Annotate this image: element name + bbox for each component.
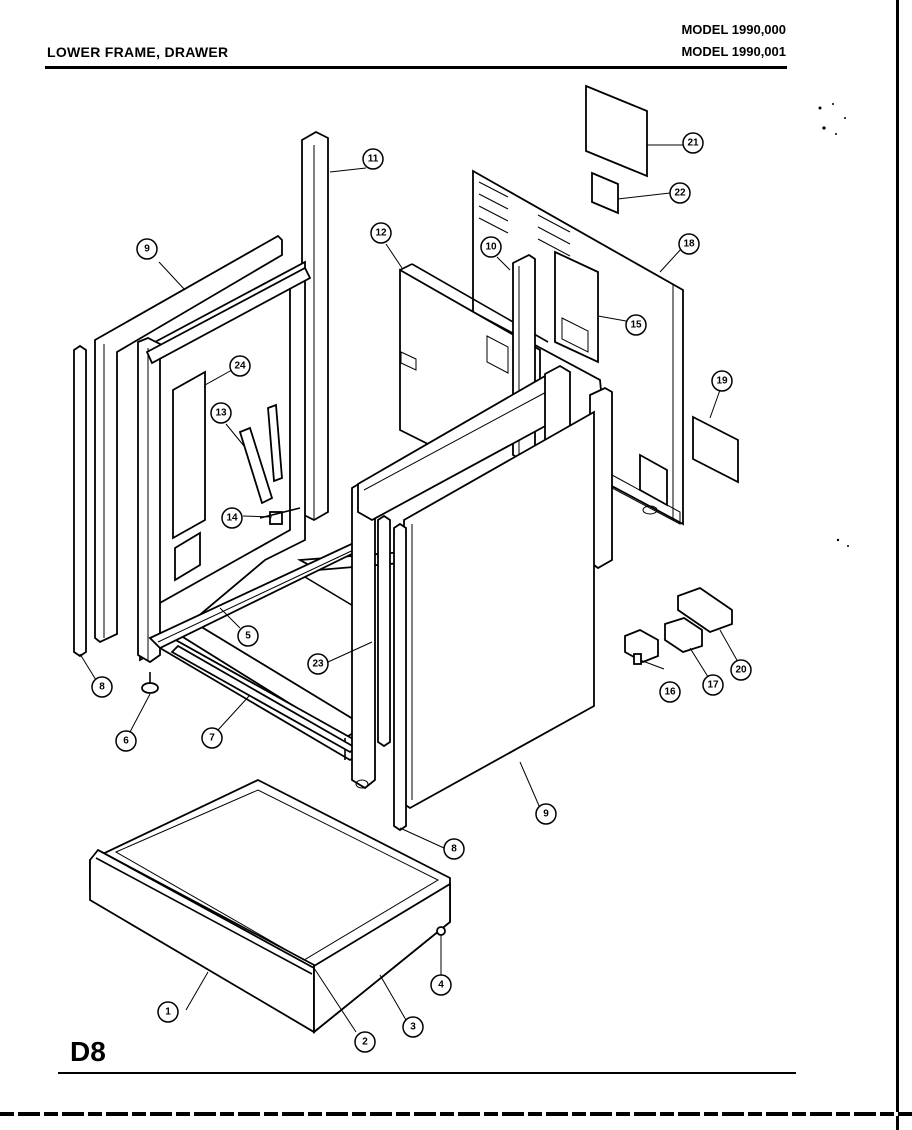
callout-16: 16 <box>659 681 681 703</box>
header-rule <box>45 66 787 69</box>
callout-19: 19 <box>711 370 733 392</box>
scan-noise <box>0 1112 912 1116</box>
callout-7: 7 <box>201 727 223 749</box>
part-19-panel <box>692 415 739 484</box>
leader-lines <box>79 144 739 1033</box>
part-9-left-side-panel <box>94 234 283 644</box>
callout-8-left: 8 <box>91 676 113 698</box>
callout-label: 15 <box>630 320 642 331</box>
callout-6: 6 <box>115 730 137 752</box>
part-13-bracket <box>238 403 283 505</box>
callout-label: 19 <box>716 376 728 387</box>
callout-15: 15 <box>625 314 647 336</box>
part-23-strip <box>377 514 391 748</box>
callout-label: 13 <box>215 408 227 419</box>
part-15-bracket <box>554 250 599 364</box>
callout-label: 20 <box>735 665 747 676</box>
callout-9-left: 9 <box>136 238 158 260</box>
part-20-bracket <box>677 586 733 634</box>
footer-rule <box>58 1072 796 1074</box>
callout-3: 3 <box>402 1016 424 1038</box>
callout-label: 8 <box>99 682 105 693</box>
page-code: D8 <box>70 1036 106 1067</box>
part-8-right-trim <box>393 522 407 832</box>
scan-edge <box>896 0 899 1130</box>
callout-label: 16 <box>664 687 676 698</box>
diagram-title: LOWER FRAME, DRAWER <box>47 44 229 60</box>
callout-8-right: 8 <box>443 838 465 860</box>
callout-label: 10 <box>485 242 497 253</box>
callout-1: 1 <box>157 1001 179 1023</box>
callout-4: 4 <box>430 974 452 996</box>
callout-label: 11 <box>368 154 379 165</box>
part-8-left-trim <box>73 344 87 658</box>
callout-17: 17 <box>702 674 724 696</box>
part-17-bracket <box>664 617 703 653</box>
callout-label: 5 <box>245 631 251 642</box>
model-number-1: MODEL 1990,000 <box>681 22 786 37</box>
callout-label: 9 <box>543 809 549 820</box>
callout-label: 21 <box>687 138 699 149</box>
callout-label: 14 <box>226 513 238 524</box>
part-21-plate <box>585 84 648 178</box>
callout-label: 1 <box>165 1007 171 1018</box>
callout-14: 14 <box>221 507 243 529</box>
part-6-leveling-leg <box>141 672 159 694</box>
callout-12: 12 <box>370 222 392 244</box>
callout-18: 18 <box>678 233 700 255</box>
callout-label: 24 <box>234 361 246 372</box>
callout-23: 23 <box>307 653 329 675</box>
callout-label: 6 <box>123 736 129 747</box>
model-number-2: MODEL 1990,001 <box>681 44 786 59</box>
callout-label: 23 <box>312 659 324 670</box>
callout-2: 2 <box>354 1031 376 1053</box>
drawer-assembly <box>89 778 451 1034</box>
scan-specks <box>818 103 849 547</box>
callout-label: 9 <box>144 244 150 255</box>
callout-9-right: 9 <box>535 803 557 825</box>
callout-label: 22 <box>674 188 686 199</box>
callout-11: 11 <box>362 148 384 170</box>
callout-5: 5 <box>237 625 259 647</box>
callout-label: 17 <box>707 680 719 691</box>
part-16-bracket <box>624 629 659 665</box>
callout-20: 20 <box>730 659 752 681</box>
callout-21: 21 <box>682 132 704 154</box>
callout-label: 8 <box>451 844 457 855</box>
callout-label: 2 <box>362 1037 368 1048</box>
callout-10: 10 <box>480 236 502 258</box>
callout-24: 24 <box>229 355 251 377</box>
callout-label: 3 <box>410 1022 416 1033</box>
callout-label: 18 <box>683 239 695 250</box>
callout-22: 22 <box>669 182 691 204</box>
callout-label: 7 <box>209 733 215 744</box>
part-24-insulation <box>172 370 206 582</box>
callout-label: 4 <box>438 980 444 991</box>
callout-label: 12 <box>375 228 387 239</box>
callout-13: 13 <box>210 402 232 424</box>
part-22-plate <box>591 171 619 215</box>
